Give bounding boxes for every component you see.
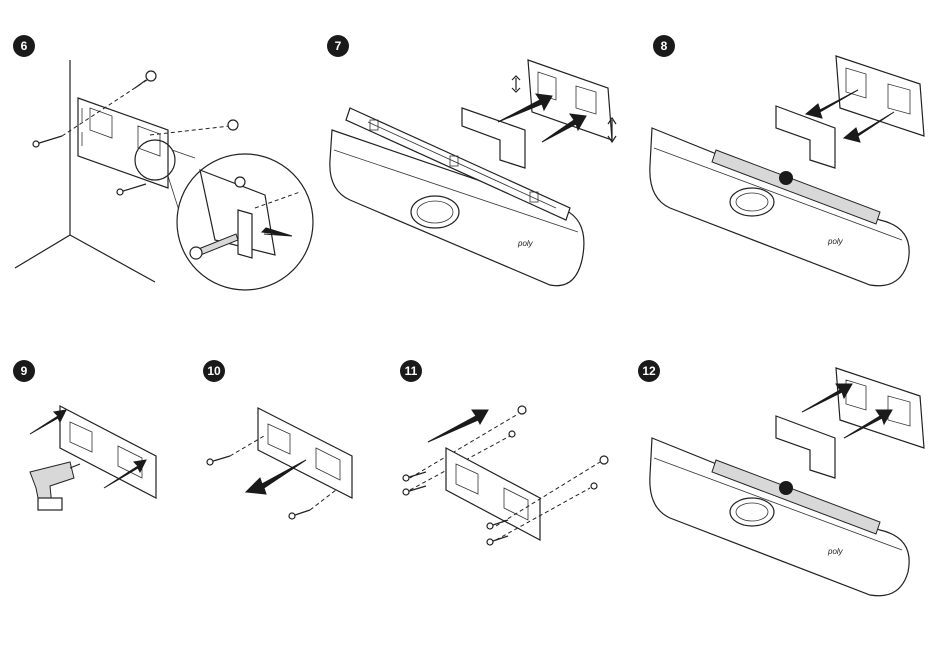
- step-6-illustration: [0, 0, 320, 320]
- step-8-illustration: poly: [630, 0, 950, 320]
- camera-lens-icon: [730, 188, 774, 216]
- wall-bracket: [258, 408, 352, 498]
- step-7-illustration: poly: [320, 0, 630, 320]
- step-7: 7 poly: [320, 0, 630, 320]
- wall-bracket: [836, 368, 924, 448]
- step-10-illustration: [190, 330, 390, 655]
- device-logo: poly: [827, 547, 844, 556]
- wall-bracket: [836, 56, 924, 136]
- device-logo: poly: [517, 239, 534, 248]
- mounting-plate: [462, 108, 525, 168]
- step-11: 11: [390, 330, 630, 655]
- step-12: 12 poly: [630, 330, 950, 655]
- mounting-plate: [776, 106, 835, 168]
- washer-icon: [591, 483, 597, 489]
- video-bar-device: poly: [650, 128, 909, 286]
- step-6: 6: [0, 0, 320, 320]
- drill-icon: [30, 462, 80, 510]
- step-8: 8 poly: [630, 0, 950, 320]
- step-11-illustration: [390, 330, 630, 655]
- wall-anchor-icon: [135, 71, 156, 88]
- wall-bracket: [78, 98, 168, 188]
- screw-icon: [289, 510, 310, 519]
- adjust-indicator: [512, 76, 520, 92]
- arrow-icon: [498, 94, 552, 122]
- step-9-illustration: [0, 330, 190, 655]
- wall-anchor-icon: [600, 456, 608, 464]
- wall-anchor-icon: [518, 406, 526, 414]
- device-logo: poly: [827, 237, 844, 246]
- mounting-plate: [776, 416, 835, 478]
- video-bar-device: poly: [650, 438, 909, 596]
- wall-anchor-icon: [228, 120, 238, 130]
- arrow-icon: [246, 460, 306, 494]
- screw-icon: [487, 520, 508, 545]
- video-bar-device: poly: [330, 108, 584, 286]
- screw-icon: [117, 184, 146, 195]
- screw-icon: [207, 456, 230, 465]
- camera-lens-icon: [730, 498, 774, 526]
- wall-bracket: [60, 406, 156, 498]
- screw-icon: [33, 136, 62, 147]
- step-10: 10: [190, 330, 390, 655]
- step-9: 9: [0, 330, 190, 655]
- step-12-illustration: poly: [630, 330, 950, 655]
